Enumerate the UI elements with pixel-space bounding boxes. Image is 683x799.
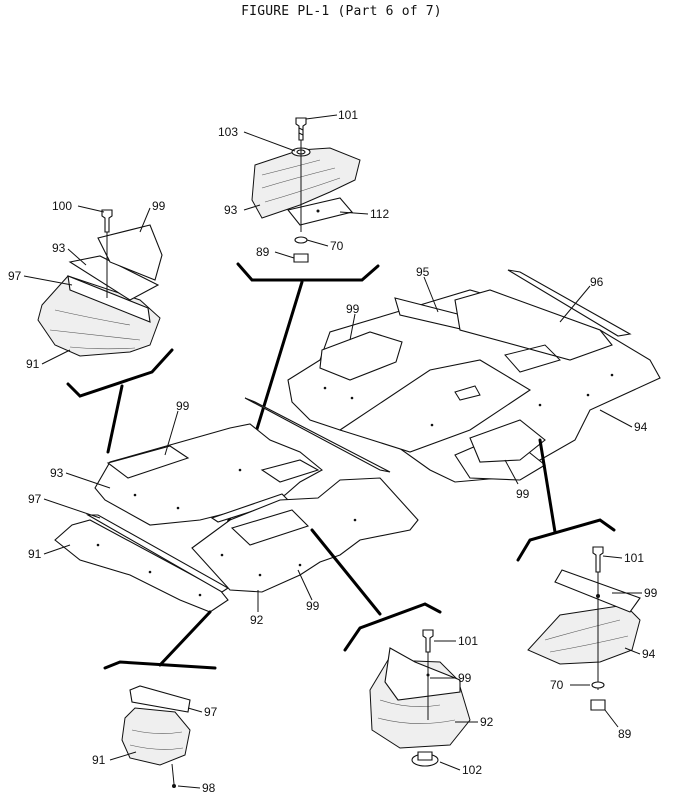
callout-89-top: 89 [256, 245, 270, 259]
callout-94-mid: 94 [634, 420, 648, 434]
screw-100-icon [101, 209, 113, 233]
callout-70-right: 70 [550, 678, 564, 692]
detail-bottom-left [121, 685, 191, 788]
callout-91-tl: 91 [26, 357, 40, 371]
screw-101-right-icon [592, 546, 604, 573]
access-cover-99-mid [319, 331, 403, 381]
screw-101-center-icon [422, 629, 434, 653]
floor-panel-center [191, 477, 442, 652]
callout-70-top: 70 [330, 239, 344, 253]
floor-assembly-right [287, 269, 661, 562]
strip-97 [67, 275, 151, 323]
callout-96: 96 [590, 275, 604, 289]
detail-bottom-center [369, 629, 471, 767]
leader-lines [23, 114, 642, 789]
callout-102: 102 [462, 763, 482, 777]
callout-99-mid: 99 [346, 302, 360, 316]
side-rail-left [54, 514, 230, 670]
access-cover-99-left [106, 445, 190, 479]
access-cover-99-rmid [469, 419, 546, 463]
nut-89-right [590, 699, 606, 711]
callout-92-center-detail: 92 [480, 715, 494, 729]
callout-95: 95 [416, 265, 430, 279]
pin-98 [172, 784, 176, 788]
callout-112: 112 [370, 207, 389, 221]
callout-labels: 101 103 93 112 70 89 100 99 93 97 91 95 … [8, 108, 658, 795]
callout-93-top: 93 [224, 203, 238, 217]
callout-99-right: 99 [644, 586, 658, 600]
callout-100: 100 [52, 199, 72, 213]
callout-91-bottom: 91 [92, 753, 106, 767]
washer-70-right [591, 681, 605, 689]
callout-99-center-detail: 99 [458, 671, 472, 685]
strip-97-bottom [129, 685, 191, 713]
callout-93-tl: 93 [52, 241, 66, 255]
callout-99-left: 99 [176, 399, 190, 413]
detail-bottom-right [527, 546, 641, 711]
callout-101-top: 101 [338, 108, 358, 122]
callout-89-right: 89 [618, 727, 632, 741]
callout-101-center: 101 [458, 634, 478, 648]
callout-99-center: 99 [306, 599, 320, 613]
callout-99-tl: 99 [152, 199, 166, 213]
callout-97-left: 97 [28, 492, 42, 506]
callout-91-left: 91 [28, 547, 42, 561]
callout-97-bottom: 97 [204, 705, 218, 719]
washer-70 [294, 236, 308, 244]
nut-89 [293, 253, 309, 263]
callout-101-right: 101 [624, 551, 644, 565]
callout-97-tl: 97 [8, 269, 22, 283]
callout-99-rmid: 99 [516, 487, 530, 501]
access-cover-99-center [230, 509, 310, 546]
figure-title: FIGURE PL-1 (Part 6 of 7) [241, 4, 442, 19]
panel-96 [454, 289, 613, 361]
callout-98: 98 [202, 781, 216, 795]
callout-93-left: 93 [50, 466, 64, 480]
callout-94-right: 94 [642, 647, 656, 661]
floor-panel-left [94, 397, 391, 526]
callout-103: 103 [218, 125, 238, 139]
detail-top-left [37, 209, 174, 454]
callout-92: 92 [250, 613, 264, 627]
